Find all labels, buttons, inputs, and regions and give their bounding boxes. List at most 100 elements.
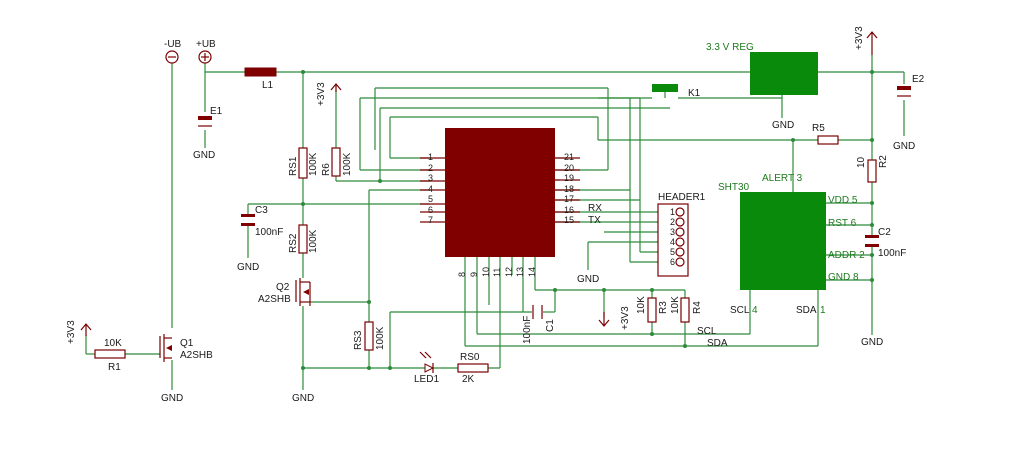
- rx-label: RX: [588, 203, 602, 214]
- sht30-sda: SDA: [796, 305, 817, 316]
- resistor-rs2: RS2 100K: [288, 224, 319, 254]
- rs3-value: 100K: [375, 326, 386, 350]
- resistor-r1: 10K R1 +3V3: [66, 320, 126, 373]
- r4-label: R4: [692, 301, 703, 314]
- header1: HEADER1 1 2 3 4 5 6 GND: [577, 192, 706, 285]
- reg-label: 3.3 V REG: [706, 42, 754, 53]
- capacitor-e1: E1 GND: [193, 106, 223, 161]
- rs0-label: RS0: [460, 352, 480, 363]
- resistor-rs0: RS0 2K: [457, 352, 489, 385]
- gnd-label-q1: GND: [161, 393, 183, 404]
- capacitor-c3: C3 100nF GND: [237, 205, 283, 273]
- r6-value: 100K: [342, 152, 353, 176]
- k1-label: K1: [688, 88, 701, 99]
- header-pin-5: 5: [670, 247, 675, 257]
- mcu-pin-11: 11: [492, 268, 502, 277]
- vcc-label-q1: +3V3: [66, 320, 77, 344]
- vcc-label-top: +3V3: [854, 26, 865, 50]
- capacitor-c2: C2 100nF GND: [861, 227, 906, 348]
- header1-label: HEADER1: [658, 192, 706, 203]
- q2-label: Q2: [276, 282, 290, 293]
- r4-value: 10K: [670, 296, 681, 314]
- mcu-pin-5: 5: [428, 194, 433, 204]
- rs0-value: 2K: [462, 374, 475, 385]
- resistor-rs3: RS3 100K: [353, 321, 386, 351]
- mcu-pin-21: 21: [564, 152, 574, 162]
- resistor-r5: R5: [812, 123, 839, 145]
- r1-value: 10K: [104, 338, 122, 349]
- resistor-r4: 10K R4: [670, 296, 703, 323]
- sht30-label: SHT30: [718, 182, 750, 193]
- gnd-label-q2: GND: [292, 393, 314, 404]
- mcu-pin-3: 3: [428, 173, 433, 183]
- resistor-r3: 10K R3: [636, 296, 669, 323]
- q2-value: A2SHB: [258, 294, 291, 305]
- mcu-pin-16: 16: [564, 205, 574, 215]
- c1-value: 100nF: [522, 316, 533, 344]
- vcc-r3: +3V3: [598, 306, 631, 330]
- l1-label: L1: [262, 80, 274, 91]
- resistor-r6: R6 100K +3V3: [316, 82, 353, 177]
- capacitor-e2: E2 GND: [893, 74, 925, 152]
- resistor-rs1: RS1 100K: [288, 147, 319, 179]
- gnd-label-e1: GND: [193, 150, 215, 161]
- sht30-scl: SCL: [730, 305, 750, 316]
- header-pin-2: 2: [670, 217, 675, 227]
- regulator-3v3: 3.3 V REG GND: [706, 42, 818, 131]
- tx-label: TX: [588, 215, 601, 226]
- mcu-pin-6: 6: [428, 205, 433, 215]
- r5-label: R5: [812, 123, 825, 134]
- header-pin-1: 1: [670, 207, 675, 217]
- gnd-label-c3: GND: [237, 262, 259, 273]
- net-sda-label: SDA: [707, 338, 728, 349]
- inductor-l1: L1: [244, 67, 277, 91]
- sht30-gnd: GND 8: [828, 272, 859, 283]
- gnd-label-reg: GND: [772, 120, 794, 131]
- plus-ub-label: +UB: [196, 39, 216, 50]
- r3-label: R3: [658, 301, 669, 314]
- mcu-pin-12: 12: [504, 267, 514, 277]
- sht30-alert: ALERT 3: [762, 173, 803, 184]
- sensor-sht30: SHT30 ALERT 3 VDD 5 RST 6 ADDR 2 GND 8 S…: [718, 173, 865, 316]
- mcu-pin-19: 19: [564, 173, 574, 183]
- mcu-pin-20: 20: [564, 163, 574, 173]
- mcu-pin-8: 8: [457, 272, 467, 277]
- mosfet-q2: Q2 A2SHB GND: [258, 278, 314, 404]
- mcu-pin-9: 9: [469, 272, 479, 277]
- r3-value: 10K: [636, 296, 647, 314]
- header-pin-6: 6: [670, 257, 675, 267]
- rs3-label: RS3: [353, 330, 364, 350]
- r2-value: 10: [856, 156, 867, 168]
- rs1-value: 100K: [308, 152, 319, 176]
- mcu-pin-2: 2: [428, 163, 433, 173]
- sht30-rst: RST 6: [828, 218, 857, 229]
- gnd-label-c2: GND: [861, 337, 883, 348]
- vcc-label-r3: +3V3: [620, 306, 631, 330]
- sht30-addr: ADDR 2: [828, 250, 865, 261]
- header-pin-3: 3: [670, 227, 675, 237]
- led-led1: LED1: [414, 351, 439, 385]
- vcc-top-right: +3V3: [854, 26, 878, 55]
- vcc-label-r6: +3V3: [316, 82, 327, 106]
- mcu-pin-10: 10: [481, 267, 491, 277]
- mcu-pin-4: 4: [428, 184, 433, 194]
- rs1-label: RS1: [288, 156, 299, 176]
- c2-label: C2: [878, 227, 891, 238]
- gnd-label-e2: GND: [893, 141, 915, 152]
- mcu-pin-17: 17: [564, 194, 574, 204]
- terminal-plus-ub: +UB: [196, 39, 216, 64]
- e2-label: E2: [912, 74, 925, 85]
- q1-label: Q1: [180, 338, 194, 349]
- mcu-pin-7: 7: [428, 215, 433, 225]
- c3-label: C3: [255, 205, 268, 216]
- rs2-label: RS2: [288, 233, 299, 253]
- sht30-scl-pin: 4: [752, 305, 758, 316]
- terminal-minus-ub: -UB: [164, 39, 182, 64]
- e1-label: E1: [210, 106, 223, 117]
- r2-label: R2: [878, 155, 889, 168]
- header-pin-4: 4: [670, 237, 675, 247]
- c1-label: C1: [545, 319, 556, 332]
- mcu-pin-14: 14: [527, 267, 537, 277]
- rs2-value: 100K: [308, 229, 319, 253]
